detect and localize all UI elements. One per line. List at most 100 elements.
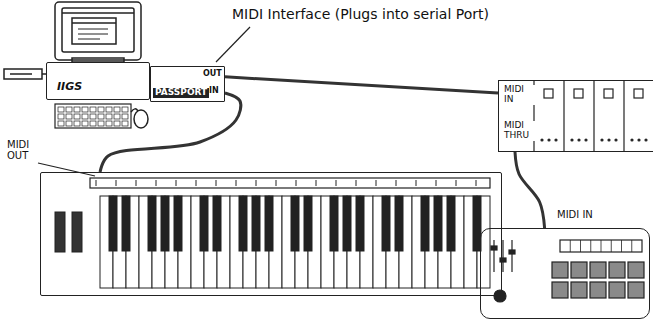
key-cap [74,121,80,126]
synth-keys [55,178,490,288]
black-key [382,196,390,251]
strip-tick [156,180,157,186]
strip-tick [631,240,632,252]
pitch-wheel [55,212,65,252]
control-strip [90,178,490,188]
leader-line [216,27,250,62]
key-cap [98,114,104,119]
key-cap [106,114,112,119]
rack-button [574,89,583,98]
key-cap [106,107,112,112]
strip-tick [216,180,217,186]
black-key [252,196,260,251]
black-key [395,196,403,251]
fader [511,240,512,272]
strip-tick [376,180,377,186]
window-bar [72,22,116,24]
rack-dot [645,139,647,141]
drum-pad [628,282,644,298]
key-cap [58,121,64,126]
strip-tick [436,180,437,186]
strip-tick [590,240,591,252]
port-label: IN [209,87,219,96]
leader-line [38,163,95,176]
rack-dot [548,139,550,141]
midi-interface: PASSPORT OUT IN [150,66,225,102]
port-label: OUT [203,70,222,79]
black-key [304,196,312,251]
fader-knob [491,246,497,250]
drive-case [4,69,42,79]
black-key [109,196,117,251]
drum-pad [628,262,644,278]
rack-dot [608,139,610,141]
model-logo: IIGS [57,81,82,93]
key-cap [122,107,128,112]
key-cap [82,107,88,112]
key-cap [114,107,120,112]
drum-pad [590,262,606,278]
black-key [291,196,299,251]
rack-button [544,89,553,98]
black-key [122,196,130,251]
port-label: MIDI THRU [502,121,536,141]
callout-label: MIDI Interface (Plugs into serial Port) [232,6,489,22]
strip-tick [476,180,477,186]
monitor-screen [62,8,134,52]
strip-tick [296,180,297,186]
strip-tick [601,240,602,252]
black-key [343,196,351,251]
drum-machine: MIDI IN [480,228,650,319]
fader [493,240,494,272]
key-cap [114,121,120,126]
rack-module: MIDI IN MIDI THRU [498,80,653,152]
black-key [200,196,208,251]
black-key [174,196,182,251]
black-key [213,196,221,251]
midi-cable [225,77,498,93]
rack-divider [623,81,624,151]
port-label: MIDI IN [502,85,536,105]
drum-pad [590,282,606,298]
synth-keyboard: MIDI OUT [40,172,502,296]
fader-knob [500,258,506,262]
port-label: MIDI OUT [7,139,47,161]
drive-slot [10,73,32,75]
rack-dot [571,139,573,141]
drum-knob [494,290,506,302]
rack-divider [593,81,594,151]
rack-dot [638,139,640,141]
key-cap [114,114,120,119]
key-cap [82,114,88,119]
key-cap [74,107,80,112]
strip-tick [276,180,277,186]
strip-tick [336,180,337,186]
monitor [55,2,141,62]
rack-divider [563,81,564,151]
strip-tick [196,180,197,186]
key-cap [66,121,72,126]
rack-dot [585,139,587,141]
key-cap [98,121,104,126]
strip-tick [416,180,417,186]
computer-keyboard [55,104,131,128]
strip-tick [570,240,571,252]
black-key [148,196,156,251]
screen-window [72,18,116,44]
rack-dot [615,139,617,141]
drum-pad [552,282,568,298]
key-cap [90,114,96,119]
key-cap [82,121,88,126]
fader [502,240,503,272]
drum-pad [571,282,587,298]
black-key [265,196,273,251]
black-key [330,196,338,251]
black-key [239,196,247,251]
black-key [356,196,364,251]
key-cap [58,107,64,112]
key-cap [74,114,80,119]
window-line [78,34,108,35]
strip-tick [456,180,457,186]
brand-label: PASSPORT [153,88,209,98]
